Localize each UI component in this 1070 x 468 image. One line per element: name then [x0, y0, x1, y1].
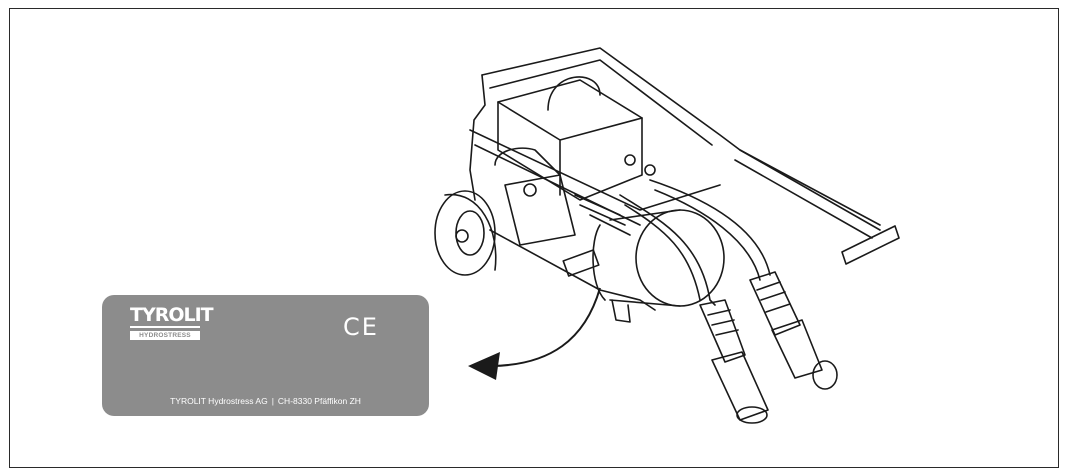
box-handle [547, 76, 601, 111]
handle-bar [734, 149, 881, 239]
motor-body [494, 147, 561, 176]
motor-block [504, 174, 576, 246]
plate-footer: TYROLIT Hydrostress AG|CH-8330 Pfäffikon… [102, 396, 429, 406]
frame-rail-back [469, 74, 486, 201]
frame-rail-lower [489, 229, 656, 311]
control-box [497, 79, 643, 201]
plug-right-head [771, 319, 823, 379]
frame-rail-top-inner [489, 59, 713, 146]
logo-subtitle: HYDROSTRESS [130, 331, 200, 340]
rating-plate: TYROLIT HYDROSTRESS CE TYROLIT Hydrostre… [102, 295, 429, 416]
tank [635, 209, 725, 307]
generator-illustration [434, 47, 900, 424]
wheel-outer [434, 190, 496, 276]
socket-outlet [562, 249, 600, 277]
wheel-inner [455, 210, 485, 256]
pointer-arrow-head [468, 352, 500, 380]
company-address: CH-8330 Pfäffikon ZH [277, 396, 361, 406]
motor-knob [523, 183, 537, 197]
company-name: TYROLIT Hydrostress AG [170, 396, 268, 406]
wheel-hub [455, 229, 469, 243]
plug-left-head [711, 351, 769, 421]
footer-separator: | [271, 396, 274, 406]
foot-front [611, 299, 631, 323]
pointer-arrow-curve [491, 287, 601, 367]
ce-mark: CE [343, 313, 379, 341]
plug-right-body [749, 271, 801, 336]
handle-grip [841, 225, 900, 265]
plug-right-cap [812, 360, 838, 390]
cable-right [649, 179, 771, 276]
tyrolit-logo: TYROLIT HYDROSTRESS [130, 304, 214, 340]
cable-left [619, 194, 716, 306]
plug-left-body [699, 299, 746, 363]
logo-brand: TYROLIT [130, 304, 214, 328]
frame-rail-top [481, 47, 881, 226]
